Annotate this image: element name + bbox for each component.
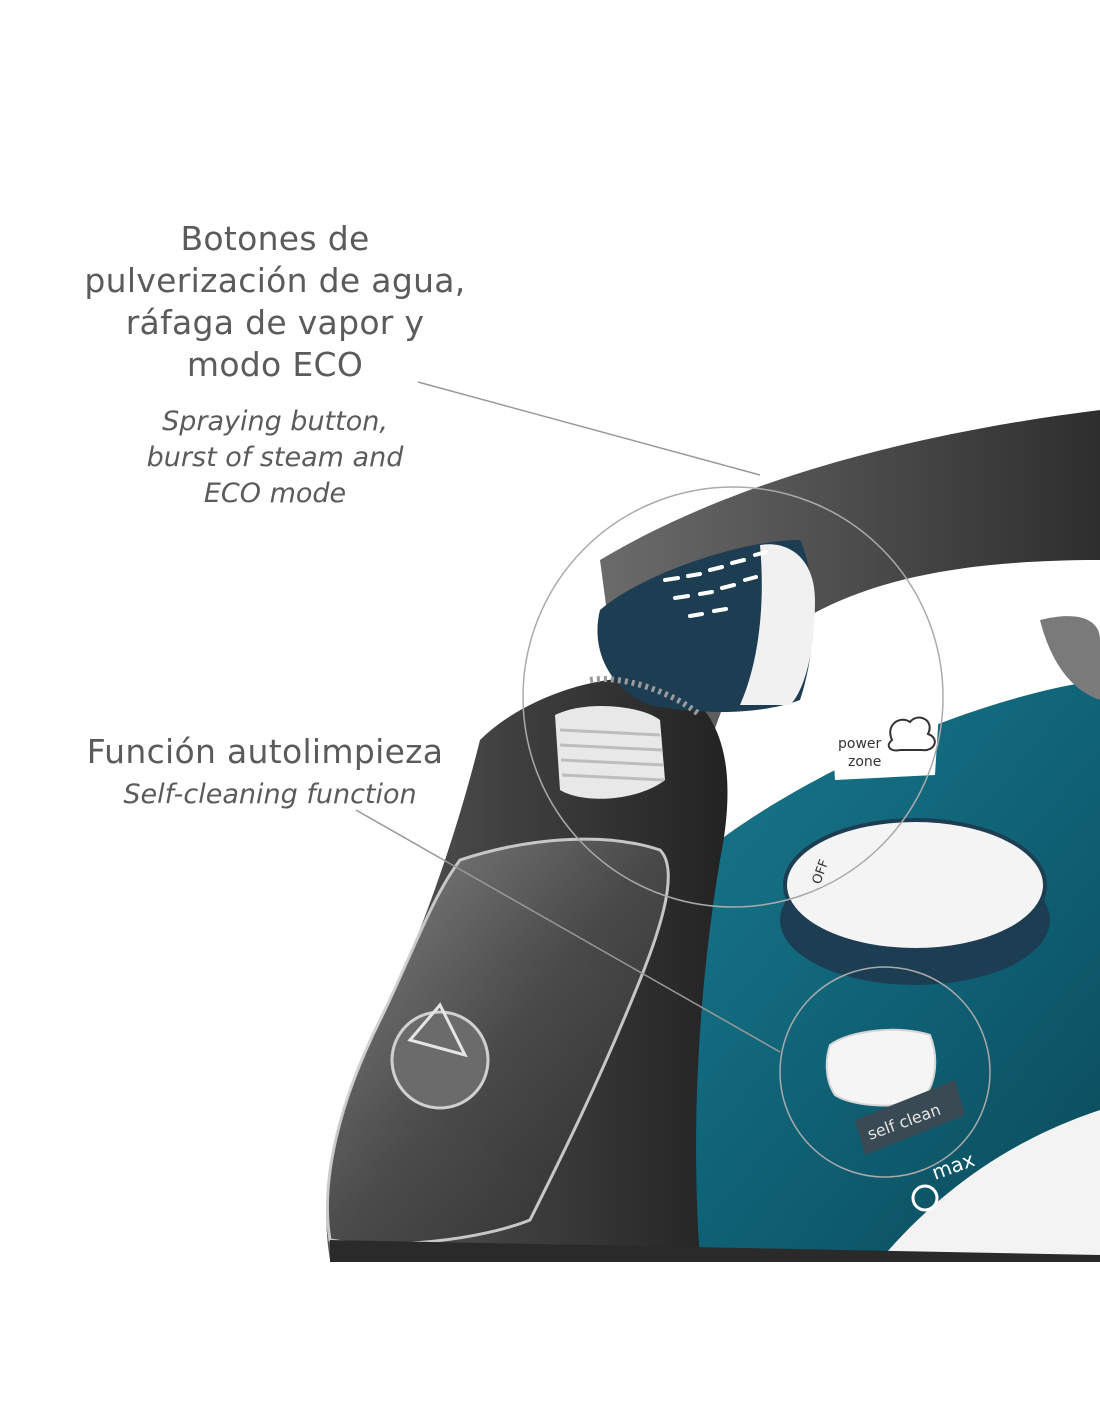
handle-underside xyxy=(1040,616,1100,700)
selfclean-callout-title: Función autolimpieza xyxy=(86,732,444,771)
spray-title-line: ráfaga de vapor y xyxy=(125,303,425,342)
spray-title-line: modo ECO xyxy=(186,345,364,384)
leader-line-spray xyxy=(417,381,761,476)
spray-icon xyxy=(663,550,768,618)
steam-dial xyxy=(555,705,665,799)
callout-circle-selfclean xyxy=(779,966,991,1178)
leader-line-selfclean xyxy=(355,809,781,1053)
spray-title-line: Botones de xyxy=(180,219,370,258)
spray-button-side xyxy=(740,544,815,705)
spray-callout-subtitle: Spraying button, burst of steam and ECO … xyxy=(90,404,460,512)
self-clean-button xyxy=(825,1028,937,1107)
callout-circle-spray xyxy=(522,486,944,908)
spray-subtitle-line: ECO mode xyxy=(203,478,347,509)
base-edge xyxy=(330,1240,1100,1262)
power-zone-text-1: power xyxy=(838,736,882,752)
steam-cloud-icon xyxy=(887,716,936,752)
spray-subtitle-line: Spraying button, xyxy=(162,406,388,437)
max-level-icon xyxy=(911,1184,939,1212)
spray-subtitle-line: burst of steam and xyxy=(146,442,404,473)
self-clean-plate xyxy=(855,1080,965,1155)
power-zone-text-2: zone xyxy=(848,754,881,770)
temperature-dial xyxy=(783,818,1047,952)
power-zone-label xyxy=(830,695,940,780)
iron-handle xyxy=(600,410,1100,860)
tank-cap xyxy=(390,1010,490,1110)
spray-title-line: pulverización de agua, xyxy=(84,261,466,300)
spray-callout-title: Botones de pulverización de agua, ráfaga… xyxy=(40,218,510,386)
selfclean-callout-subtitle: Self-cleaning function xyxy=(123,779,417,810)
tank-cap-shape xyxy=(407,1002,468,1058)
dial-ribs xyxy=(559,728,665,782)
